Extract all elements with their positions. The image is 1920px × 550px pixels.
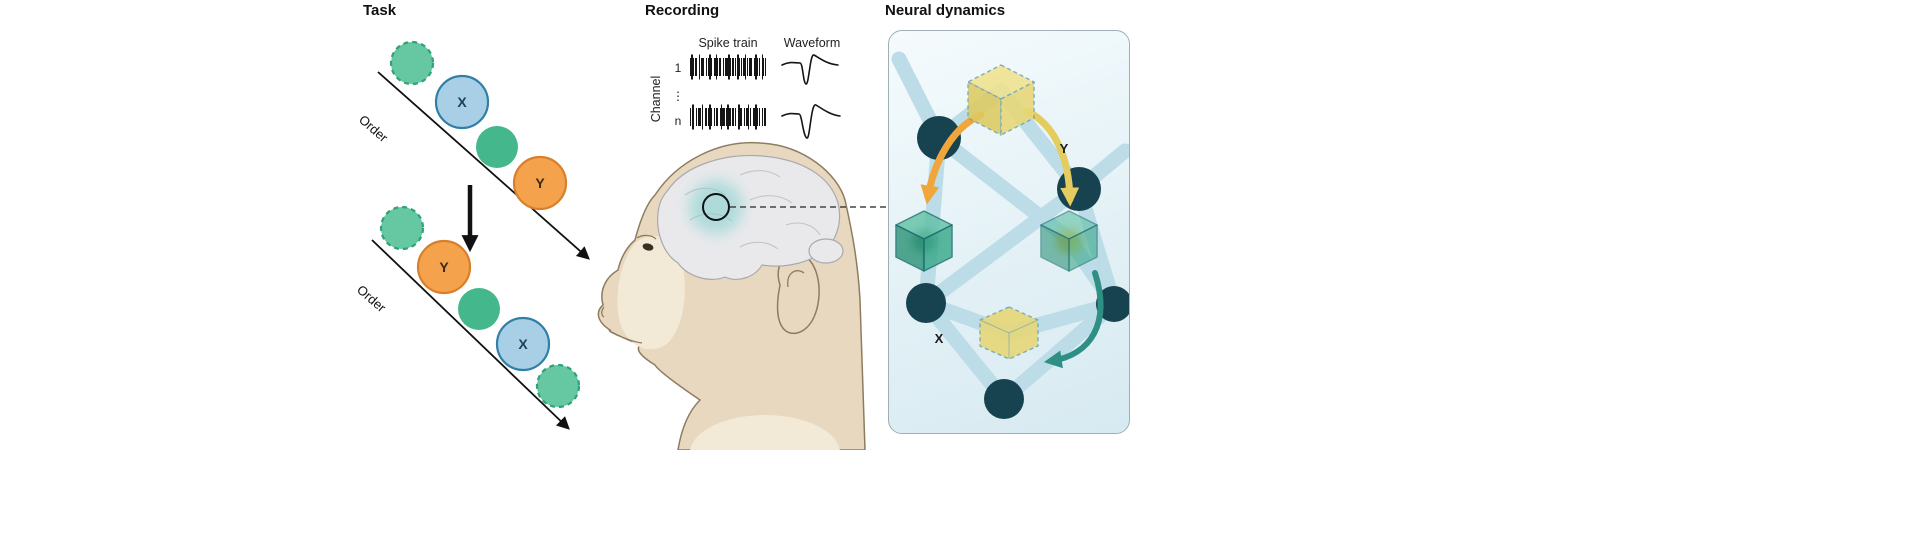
state-cube-active-right: [1040, 210, 1098, 272]
stimulus-circle-y: [512, 155, 568, 211]
brain: [657, 154, 844, 280]
brain-fold-line: [739, 170, 781, 178]
cube-right-face: [1000, 81, 1035, 136]
waveform-channel-1: [781, 54, 839, 85]
task-diagram: Order X Y Order Y X: [354, 40, 590, 430]
neural-dynamics-panel-title: Neural dynamics: [885, 2, 1006, 19]
order-arrow-top: [377, 71, 590, 260]
transition-arrow-teal: [1043, 270, 1104, 369]
order-label-bottom: Order: [354, 282, 389, 316]
monkey-illustration: [597, 141, 889, 450]
channel-number-last: n: [675, 114, 682, 128]
channel-axis-label: Channel: [649, 76, 663, 123]
task-sequence-1: Order X Y: [356, 40, 590, 260]
transition-arrow-yellow: [1023, 107, 1080, 207]
task-sequence-2: Order Y X: [354, 205, 581, 430]
brain-fold-line: [749, 195, 793, 204]
monkey-mouth-line: [611, 331, 643, 344]
network-edge: [918, 181, 1087, 311]
monkey-eye: [642, 243, 654, 251]
cube-right-face: [923, 224, 953, 272]
state-y-label: Y: [1060, 141, 1069, 156]
monkey-nostril-line: [601, 306, 605, 318]
monkey-ear-inner-line: [787, 270, 805, 288]
monkey-brow-line: [636, 234, 657, 240]
channel-number-first: 1: [675, 61, 682, 75]
order-label-top: Order: [356, 112, 391, 146]
monkey-chest-patch: [690, 415, 840, 450]
recording-region-highlight: [689, 180, 743, 234]
stimulus-circle-green: [476, 126, 518, 168]
state-cube-active-left: [895, 210, 953, 272]
network-node: [906, 283, 946, 323]
brain-fold-line: [785, 222, 821, 236]
network-node: [1057, 167, 1101, 211]
network-node: [917, 116, 961, 160]
neural-dynamics-diagram: Y X: [891, 51, 1129, 419]
recording-panel-title: Recording: [645, 2, 720, 19]
stimulus-y-label: Y: [439, 259, 449, 275]
cerebellum: [808, 238, 844, 264]
cube-right-face: [1068, 224, 1098, 272]
monkey-face-patch: [617, 236, 685, 350]
stimulus-circle-green: [458, 288, 500, 330]
stimulus-circle-dashed: [389, 40, 435, 86]
stimulus-x-label: X: [518, 336, 528, 352]
waveform-channel-n: [781, 104, 841, 139]
state-x-label: X: [935, 331, 944, 346]
channel-ellipsis: ⋮: [672, 89, 684, 103]
spike-train-label: Spike train: [698, 36, 757, 50]
recording-diagram: Spike train Waveform Channel 1 ⋮ n: [597, 36, 889, 450]
waveform-label: Waveform: [784, 36, 841, 50]
order-arrow-bottom: [371, 239, 570, 430]
state-cube-y-latent: [967, 64, 1035, 136]
network-node: [984, 379, 1024, 419]
task-panel-title: Task: [363, 2, 397, 19]
stimulus-y-label: Y: [535, 175, 545, 191]
stimulus-circle-y: [416, 239, 472, 295]
neural-dynamics-panel: Y X: [888, 30, 1130, 434]
electrophysiology-labels: Spike train Waveform Channel 1 ⋮ n: [649, 36, 840, 128]
stimulus-circle-dashed: [535, 363, 581, 409]
brain-fold-line: [739, 241, 779, 250]
stimulus-x-label: X: [457, 94, 467, 110]
stimulus-circle-dashed: [379, 205, 425, 251]
state-cube-x-latent: [979, 306, 1039, 360]
stimulus-circle-x: [495, 316, 551, 372]
recording-site-circle: [702, 193, 730, 221]
hexagon-inner-edges: [979, 319, 1039, 359]
network-node: [1096, 286, 1129, 322]
stimulus-circle-x: [434, 74, 490, 130]
